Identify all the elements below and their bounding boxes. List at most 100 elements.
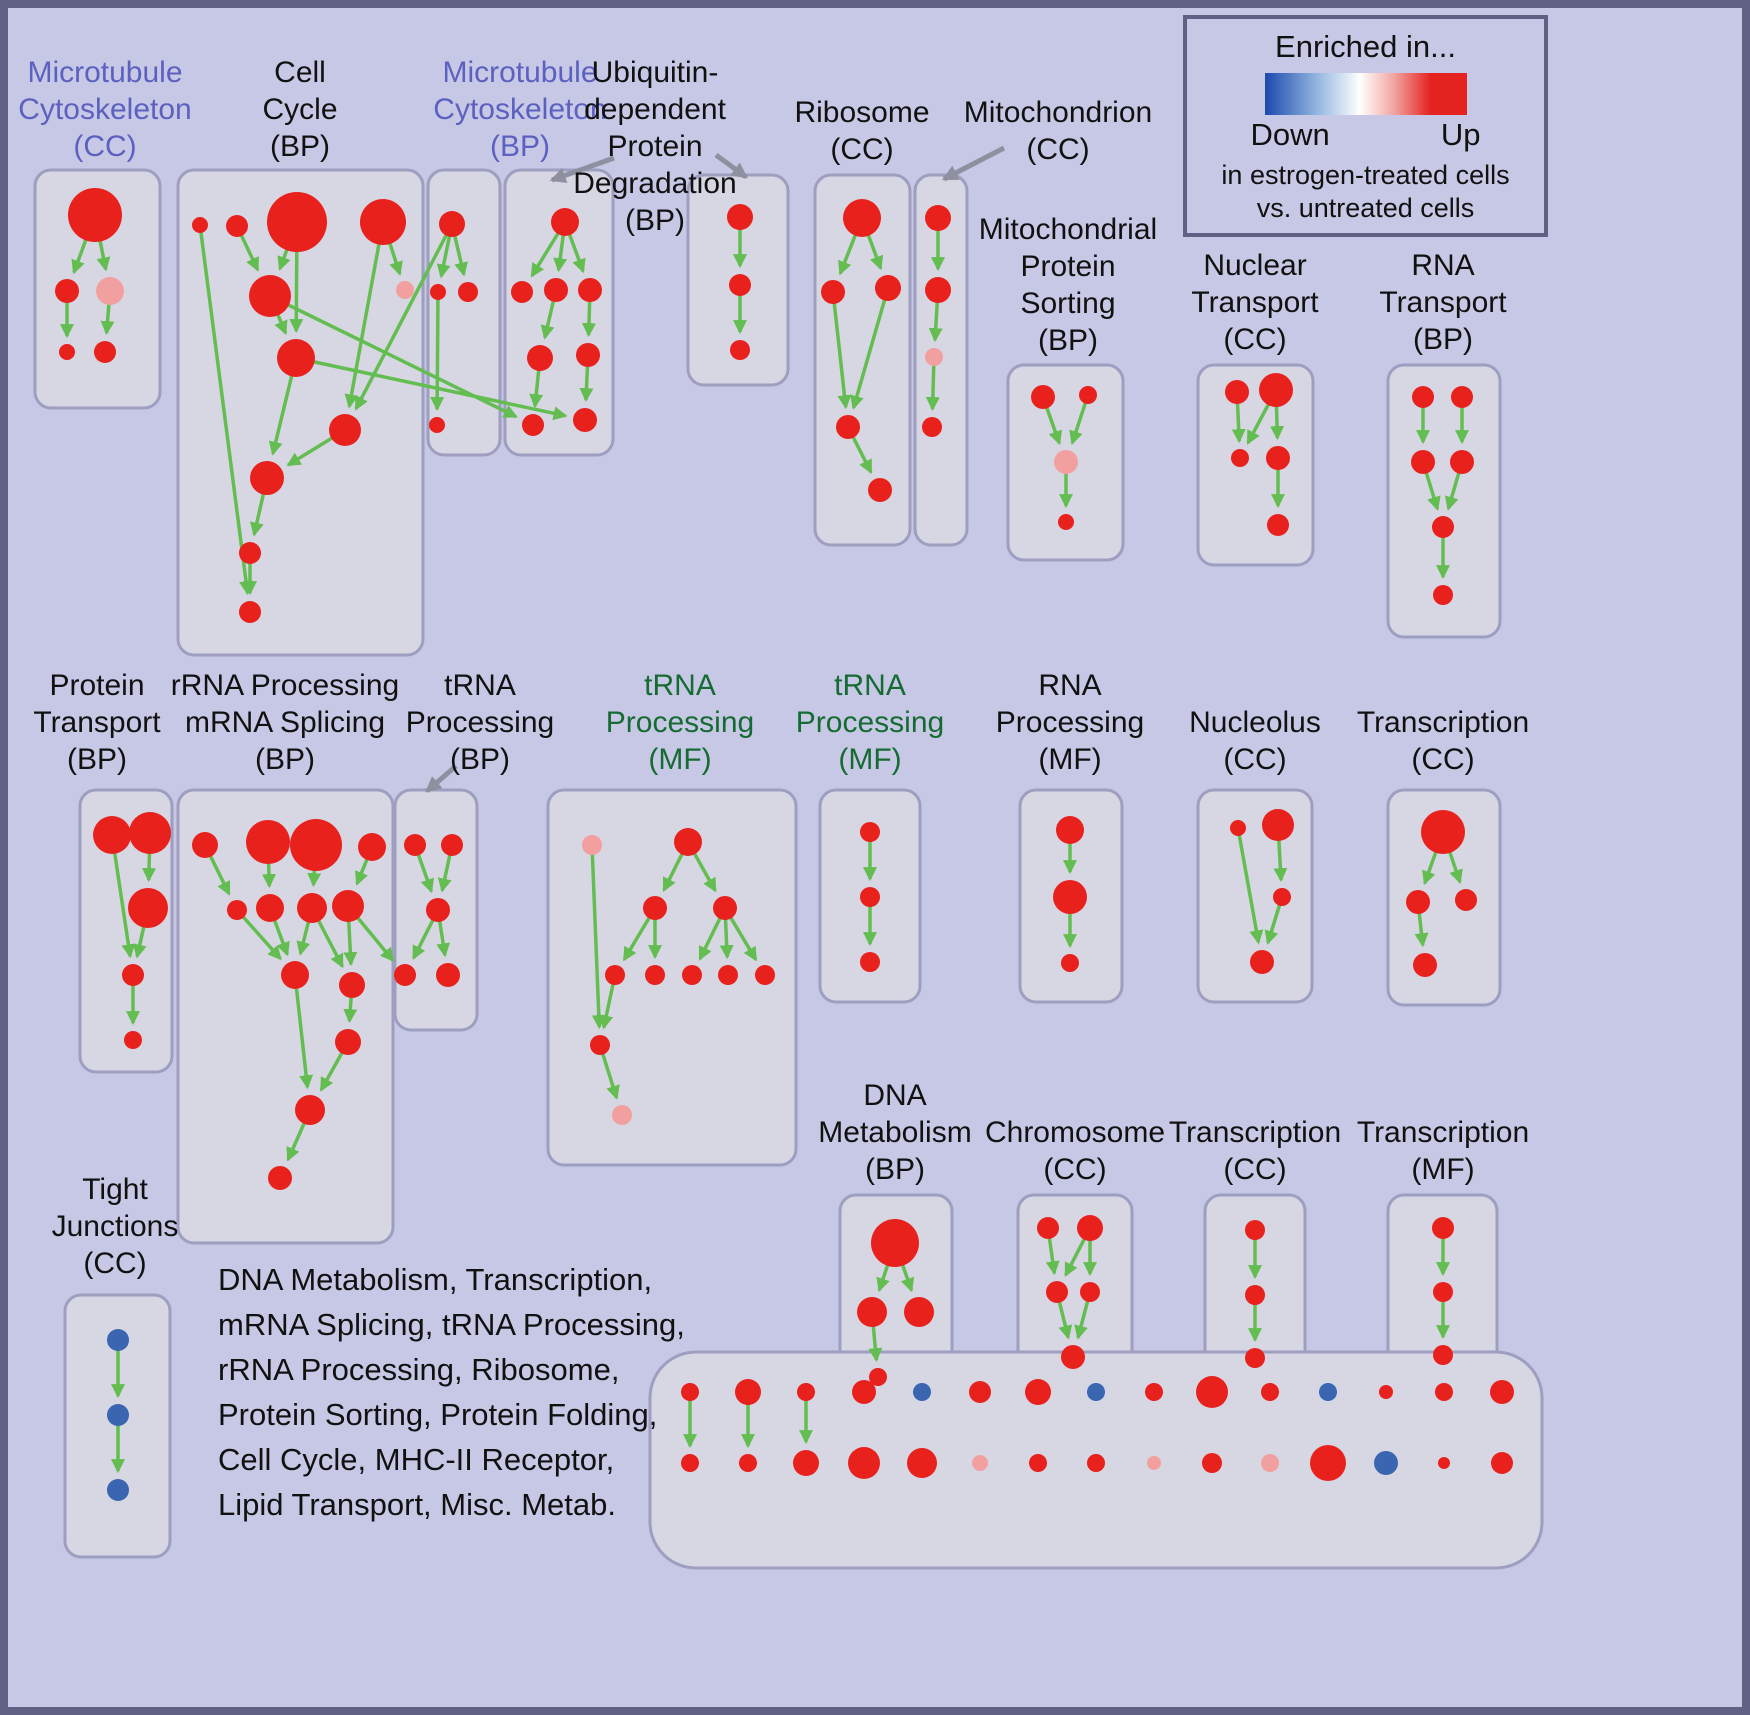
node-microtubule_bp-1: [430, 284, 446, 300]
node-cell_cycle-10: [239, 601, 261, 623]
node-misc_box-29: [1491, 1452, 1513, 1474]
node-misc_box-27: [1438, 1457, 1450, 1469]
node-misc_box-4: [797, 1383, 815, 1401]
node-misc_box-6: [852, 1380, 876, 1404]
node-cell_cycle-2: [267, 192, 327, 252]
node-trna_processing_bp-3: [394, 964, 416, 986]
node-ribosome-2: [875, 275, 901, 301]
legend-up-label: Up: [1440, 117, 1481, 152]
node-cell_cycle-3: [360, 199, 406, 245]
node-ribosome-1: [821, 280, 845, 304]
node-microtubule_bp-0: [439, 211, 465, 237]
node-cell_cycle-9: [239, 542, 261, 564]
node-dna_metabolism-1: [857, 1297, 887, 1327]
node-cell_cycle-1: [226, 215, 248, 237]
edge-rrna_mrna: [293, 974, 314, 1090]
node-ubiq_deg_a-2: [544, 278, 568, 302]
node-trna_processing_mf_1-7: [718, 965, 738, 985]
legend-title: Enriched in...: [1275, 29, 1456, 64]
node-rna_processing_mf-2: [1061, 954, 1079, 972]
node-microtubule_cc-4: [94, 341, 116, 363]
node-chromosome-1: [1077, 1215, 1103, 1241]
node-trna_processing_mf_1-6: [682, 965, 702, 985]
node-trna_processing_mf_1-2: [643, 896, 667, 920]
node-microtubule_cc-1: [55, 279, 79, 303]
legend-subtitle-line2: vs. untreated cells: [1256, 193, 1475, 223]
node-trna_processing_mf_2-1: [860, 887, 880, 907]
node-ubiq_deg_b-2: [730, 340, 750, 360]
node-misc_box-5: [793, 1450, 819, 1476]
node-microtubule_bp-2: [458, 282, 478, 302]
legend-gradient-bar: [1264, 73, 1467, 115]
node-rna_transport-3: [1450, 450, 1474, 474]
node-rrna_mrna-4: [227, 900, 247, 920]
node-chromosome-3: [1080, 1282, 1100, 1302]
pointer-arrow: [549, 155, 615, 183]
node-rrna_mrna-7: [332, 890, 364, 922]
pointer-arrow: [941, 145, 1006, 182]
node-misc_box-16: [1145, 1383, 1163, 1401]
edge-cross: [295, 356, 568, 421]
node-rrna_mrna-0: [192, 832, 218, 858]
node-transcription_cc_top-3: [1413, 953, 1437, 977]
label-transcription_cc_top: Transcription(CC): [1357, 706, 1529, 776]
node-nucleolus-2: [1273, 888, 1291, 906]
node-misc_box-28: [1490, 1380, 1514, 1404]
node-misc_box-11: [972, 1455, 988, 1471]
node-trna_processing_mf_1-9: [590, 1035, 610, 1055]
node-cell_cycle-8: [250, 461, 284, 495]
node-cell_cycle-6: [277, 339, 315, 377]
node-ubiq_deg_a-6: [522, 414, 544, 436]
node-trna_processing_mf_1-3: [713, 896, 737, 920]
node-trna_processing_bp-2: [426, 898, 450, 922]
node-rrna_mrna-8: [281, 961, 309, 989]
node-rna_transport-4: [1432, 516, 1454, 538]
node-trna_processing_mf_1-5: [645, 965, 665, 985]
node-rna_transport-1: [1451, 386, 1473, 408]
label-transcription_cc_bottom: Transcription(CC): [1169, 1116, 1341, 1186]
node-ubiq_deg_a-4: [527, 345, 553, 371]
node-trna_processing_bp-1: [441, 834, 463, 856]
legend-down-label: Down: [1250, 117, 1330, 152]
edge-trna_processing_mf_1: [590, 844, 606, 1030]
node-misc_box-1: [681, 1454, 699, 1472]
edge-ribosome: [850, 287, 890, 410]
label-transcription_mf: Transcription(MF): [1357, 1116, 1529, 1186]
edge-ribosome: [831, 291, 852, 410]
node-transcription_cc_bottom-0: [1245, 1220, 1265, 1240]
node-mito_protein_sorting-3: [1058, 514, 1074, 530]
node-rna_transport-0: [1412, 386, 1434, 408]
node-nucleolus-0: [1230, 820, 1246, 836]
node-transcription_mf-1: [1433, 1282, 1453, 1302]
node-ribosome-0: [843, 199, 881, 237]
node-transcription_cc_bottom-1: [1245, 1285, 1265, 1305]
node-cell_cycle-7: [329, 414, 361, 446]
node-nuclear_transport-3: [1266, 446, 1290, 470]
node-rrna_mrna-5: [256, 894, 284, 922]
node-protein_transport-3: [122, 964, 144, 986]
legend-ends-row: Down Up: [1251, 117, 1481, 153]
node-misc_box-24: [1379, 1385, 1393, 1399]
edge-nucleolus: [1236, 827, 1264, 945]
node-transcription_cc_top-1: [1406, 890, 1430, 914]
node-mito_protein_sorting-2: [1054, 450, 1078, 474]
node-trna_processing_mf_2-2: [860, 952, 880, 972]
node-ubiq_deg_a-0: [551, 208, 579, 236]
node-transcription_mf-2: [1433, 1345, 1453, 1365]
node-rrna_mrna-1: [246, 820, 290, 864]
node-dna_metabolism-2: [904, 1297, 934, 1327]
pointer-arrow: [425, 764, 458, 793]
node-chromosome-4: [1061, 1345, 1085, 1369]
node-dna_metabolism-0: [871, 1219, 919, 1267]
legend-box: Enriched in... Down Up in estrogen-treat…: [1183, 15, 1548, 237]
node-chromosome-0: [1037, 1217, 1059, 1239]
node-misc_box-0: [681, 1383, 699, 1401]
node-ubiq_deg_a-1: [511, 281, 533, 303]
node-misc_box-20: [1261, 1383, 1279, 1401]
